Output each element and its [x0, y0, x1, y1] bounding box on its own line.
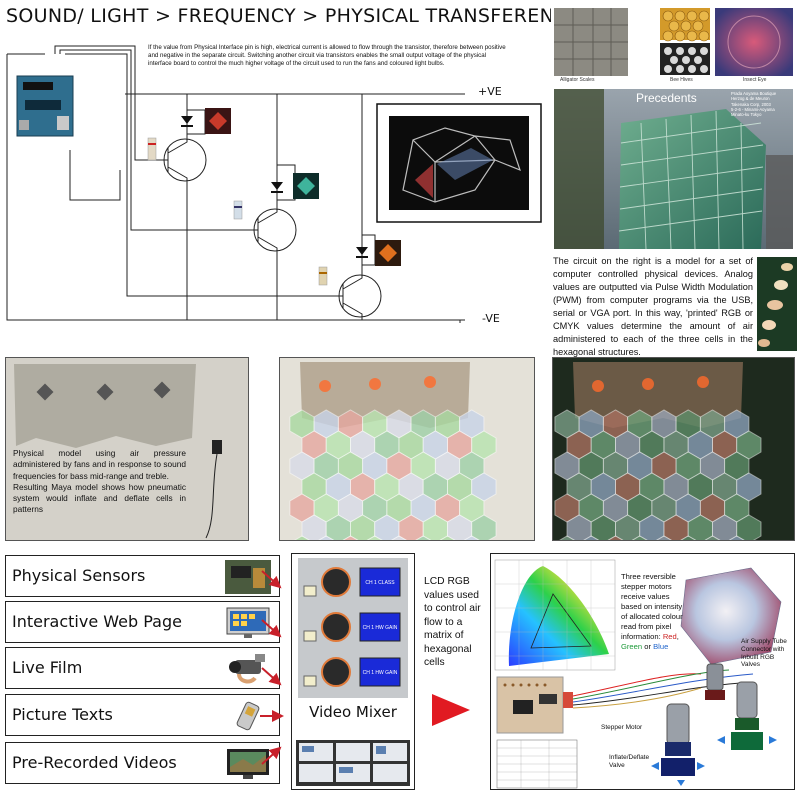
hexagon-cell	[439, 535, 456, 540]
light-bulb	[642, 378, 654, 390]
circuit-explanation: If the value from Physical Interface pin…	[148, 44, 506, 68]
mobile-phone-icon	[236, 701, 260, 731]
mixer-knob	[321, 657, 351, 687]
source-physical-sensors: Physical Sensors	[5, 555, 280, 597]
hexagon-cell	[463, 535, 480, 540]
circuit-model-description: The circuit on the right is a model for …	[553, 256, 753, 358]
precedent-images	[554, 8, 793, 250]
precedents-panel: Alligator Scales Bee Hives Insect Eye Pr…	[551, 5, 796, 252]
building-caption: Prada Aoyama Boutique Herzog & de Meuron…	[731, 91, 777, 117]
mixer-knob	[321, 567, 351, 597]
mixer-button	[303, 630, 317, 642]
output-arrow-icon	[432, 694, 470, 726]
hexagon-cell	[583, 535, 600, 540]
mixer-lcd-screen	[359, 567, 401, 597]
light-bulb	[369, 378, 381, 390]
mixer-lcd-text: CH 1 HW GAIN	[363, 670, 398, 676]
mixer-lcd-screen	[359, 612, 401, 642]
mixer-lcd-text: CH 1 HW GAIN	[363, 625, 398, 631]
light-bulb	[592, 380, 604, 392]
cell-closeup-image	[757, 257, 797, 351]
sensor-board-icon	[225, 560, 271, 594]
video-mixer-label: Video Mixer	[309, 703, 397, 721]
hexagon-cell	[559, 535, 575, 540]
mixer-button	[303, 675, 317, 687]
source-label: Pre-Recorded Videos	[12, 753, 177, 772]
hexagon-model-render-image	[553, 358, 794, 540]
hexagon-cell	[704, 535, 721, 540]
hexagon-cell	[607, 535, 624, 540]
physical-model-caption: Physical model using air pressure admini…	[13, 448, 186, 515]
hexagon-cell	[366, 535, 383, 540]
mixer-button	[303, 585, 317, 597]
mixer-lcd-text: CH 1 CLASS	[365, 580, 395, 586]
source-label: Live Film	[12, 658, 83, 677]
valve-label: Inflate/Deflate Valve	[609, 754, 650, 769]
physical-model-photo: Physical model using air pressure admini…	[5, 357, 249, 541]
hexagon-model-lit-image	[280, 358, 534, 540]
hexagon-cell	[728, 535, 745, 540]
color-green-label: Green	[621, 642, 643, 652]
color-blue-label: Blue	[653, 642, 669, 652]
hexagon-cell	[391, 535, 407, 540]
precedent-caption-alligator: Alligator Scales	[560, 77, 595, 83]
page-title: SOUND/ LIGHT > FREQUENCY > PHYSICAL TRAN…	[6, 5, 580, 27]
precedents-heading: Precedents	[636, 91, 697, 105]
hexagon-cell	[680, 535, 697, 540]
mixer-lcd-screen	[359, 657, 401, 687]
color-red-label: Red	[662, 632, 677, 642]
source-interactive-web-page: Interactive Web Page	[5, 601, 280, 643]
mixer-console-image: CH 1 CLASS CH 1 HW GAIN CH 1 HW GAIN	[298, 558, 408, 698]
hexagon-cell	[656, 535, 672, 540]
transistor-circuit-diagram	[6, 45, 542, 323]
mixer-knob	[321, 612, 351, 642]
output-system-panel: Three reversible stepper motors receive …	[490, 553, 795, 790]
tv-screen-icon	[227, 749, 269, 779]
hexagon-cell	[415, 535, 432, 540]
precedent-caption-insect-eye: Insect Eye	[743, 77, 767, 83]
air-supply-label: Air Supply Tube Connector with Inbuilt R…	[741, 638, 787, 669]
light-bulb	[424, 376, 436, 388]
camcorder-icon	[229, 654, 265, 684]
light-bulb	[319, 380, 331, 392]
input-arrows	[260, 570, 284, 765]
source-label: Picture Texts	[12, 705, 113, 724]
video-screens-image	[296, 740, 410, 786]
source-picture-texts: Picture Texts	[5, 694, 280, 736]
hexagon-cell	[342, 535, 359, 540]
fabric-model-image	[6, 358, 248, 540]
stepper-motor-note: Three reversible stepper motors receive …	[621, 572, 683, 652]
color-separator: or	[642, 642, 654, 652]
color-separator: ,	[676, 632, 679, 642]
negative-rail-label: -VE	[482, 312, 500, 325]
source-live-film: Live Film	[5, 647, 280, 689]
source-label: Physical Sensors	[12, 566, 146, 585]
output-system-diagram	[494, 559, 782, 789]
source-pre-recorded-videos: Pre-Recorded Videos	[5, 742, 280, 784]
lcd-rgb-note: LCD RGB values used to control air flow …	[424, 576, 481, 669]
stepper-motor-label: Stepper Motor	[601, 724, 643, 731]
positive-rail-label: +VE	[478, 85, 502, 98]
lit-model-photo	[279, 357, 535, 541]
hexagon-cell	[318, 535, 335, 540]
maya-model-render	[552, 357, 795, 541]
light-bulb	[697, 376, 709, 388]
hexagon-cell	[294, 535, 310, 540]
precedent-caption-beehives: Bee Hives	[670, 77, 693, 83]
source-label: Interactive Web Page	[12, 612, 182, 631]
hexagon-cell	[631, 535, 648, 540]
video-mixer-panel: CH 1 CLASS CH 1 HW GAIN CH 1 HW GAIN Video…	[291, 553, 415, 790]
